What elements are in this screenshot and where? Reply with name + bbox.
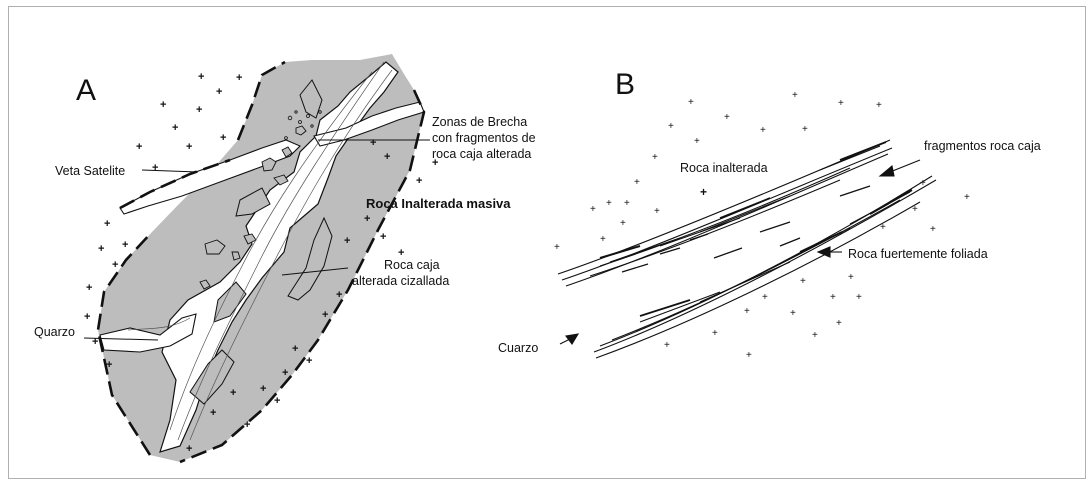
svg-text:+: + <box>600 234 606 245</box>
svg-text:+: + <box>652 152 658 163</box>
svg-text:+: + <box>282 367 288 379</box>
panel-a-letter: A <box>76 74 96 107</box>
svg-text:+: + <box>590 204 596 215</box>
svg-text:+: + <box>220 132 226 144</box>
svg-text:+: + <box>152 162 158 174</box>
svg-text:+: + <box>274 395 280 407</box>
svg-text:+: + <box>836 318 842 329</box>
svg-text:+: + <box>370 137 376 149</box>
svg-text:+: + <box>792 90 798 101</box>
svg-text:+: + <box>186 141 192 153</box>
svg-text:+: + <box>554 242 560 253</box>
label-zonas-brecha-1: Zonas de Brecha <box>432 115 527 129</box>
middle-fragments <box>622 186 870 272</box>
svg-text:+: + <box>700 185 707 199</box>
svg-text:+: + <box>104 218 110 230</box>
panel-a: + + + + + + + + + + + + + + + + + + + + … <box>34 54 536 462</box>
svg-text:+: + <box>920 178 926 189</box>
svg-text:+: + <box>292 343 298 355</box>
svg-text:+: + <box>664 340 670 351</box>
svg-text:+: + <box>712 328 718 339</box>
label-fragmentos-roca-caja: fragmentos roca caja <box>924 139 1041 153</box>
svg-text:+: + <box>106 359 112 371</box>
svg-text:+: + <box>606 198 612 209</box>
svg-text:+: + <box>624 198 630 209</box>
svg-text:+: + <box>876 100 882 111</box>
svg-text:+: + <box>384 151 390 163</box>
host-rock-crosses-b: + + + + + + + + + + + + + + + + + + + + … <box>554 90 970 361</box>
panel-b-letter: B <box>615 68 635 101</box>
svg-text:+: + <box>790 308 796 319</box>
svg-text:+: + <box>668 121 674 132</box>
svg-text:+: + <box>848 272 854 283</box>
label-cuarzo: Cuarzo <box>498 341 538 355</box>
svg-text:+: + <box>160 99 166 111</box>
svg-text:+: + <box>186 443 192 455</box>
svg-text:+: + <box>694 136 700 147</box>
svg-text:+: + <box>98 243 104 255</box>
svg-text:+: + <box>830 292 836 303</box>
svg-text:+: + <box>210 407 216 419</box>
svg-text:+: + <box>364 213 370 225</box>
label-zonas-brecha-2: con fragmentos de <box>432 131 536 145</box>
svg-text:+: + <box>198 71 204 83</box>
label-zonas-brecha-3: roca caja alterada <box>432 147 531 161</box>
svg-text:+: + <box>634 177 640 188</box>
svg-text:+: + <box>724 112 730 123</box>
label-roca-caja-2: alterada cizallada <box>352 274 449 288</box>
svg-text:+: + <box>930 224 936 235</box>
label-roca-inalterada: Roca inalterada <box>680 161 768 175</box>
svg-text:+: + <box>172 122 178 134</box>
svg-text:+: + <box>196 104 202 116</box>
svg-text:+: + <box>112 259 118 271</box>
label-roca-inalterada-masiva: Roca Inalterada masiva <box>366 196 511 211</box>
svg-text:+: + <box>762 292 768 303</box>
svg-text:+: + <box>912 204 918 215</box>
svg-text:+: + <box>688 97 694 108</box>
label-roca-caja-1: Roca caja <box>384 258 440 272</box>
svg-text:+: + <box>620 218 626 229</box>
svg-text:+: + <box>84 311 90 323</box>
svg-text:+: + <box>838 98 844 109</box>
svg-text:+: + <box>654 206 660 217</box>
svg-text:+: + <box>136 141 142 153</box>
label-quarzo: Quarzo <box>34 325 75 339</box>
svg-text:+: + <box>86 282 92 294</box>
svg-text:+: + <box>802 124 808 135</box>
svg-text:+: + <box>344 235 350 247</box>
panel-b: + + + + + + + + + + + + + + + + + + + + … <box>498 68 1041 361</box>
svg-text:+: + <box>260 383 266 395</box>
svg-text:+: + <box>800 276 806 287</box>
svg-text:+: + <box>760 125 766 136</box>
svg-text:+: + <box>856 292 862 303</box>
svg-text:+: + <box>744 306 750 317</box>
svg-text:+: + <box>880 222 886 233</box>
svg-text:+: + <box>380 231 386 243</box>
svg-text:+: + <box>416 175 422 187</box>
svg-text:+: + <box>306 355 312 367</box>
label-veta-satelite: Veta Satelite <box>55 164 125 178</box>
svg-text:+: + <box>244 419 250 431</box>
svg-text:+: + <box>322 309 328 321</box>
svg-text:+: + <box>216 86 222 98</box>
lower-foliated-band <box>594 176 936 358</box>
label-roca-fuertemente-foliada: Roca fuertemente foliada <box>848 247 988 261</box>
svg-text:+: + <box>812 330 818 341</box>
svg-text:+: + <box>230 387 236 399</box>
svg-text:+: + <box>236 72 242 84</box>
svg-text:+: + <box>746 350 752 361</box>
svg-text:+: + <box>122 239 128 251</box>
svg-text:+: + <box>336 289 342 301</box>
svg-text:+: + <box>964 192 970 203</box>
